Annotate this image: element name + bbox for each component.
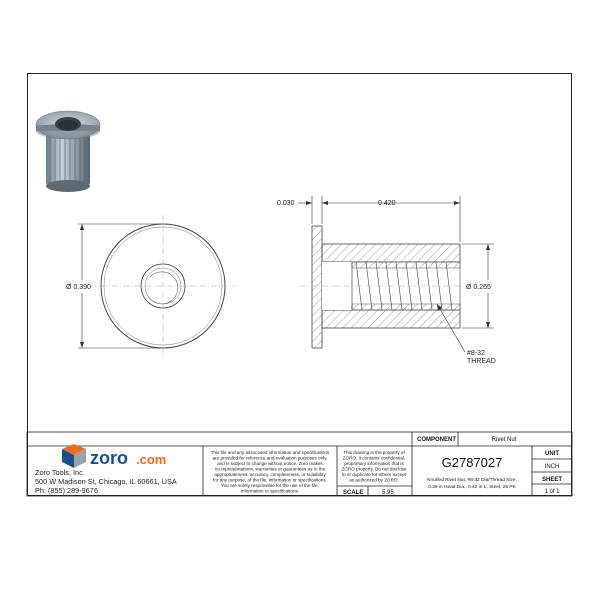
component-label: COMPONENT (417, 437, 456, 443)
svg-text:information or specifications.: information or specifications. (241, 489, 299, 494)
description-line-1: Knurled Rivet Nut, #8-32 Dia/Thread Size… (427, 477, 517, 483)
description-line-2: 0.39 in Head Dia., 0.42 in L, Steel, 25 … (428, 484, 516, 490)
unit-label: UNIT (545, 451, 559, 457)
length-label: 0.420 (378, 200, 396, 207)
flange-thickness-label: 0.030 (277, 200, 295, 207)
svg-text:to or duplicate for others exc: to or duplicate for others except (342, 472, 407, 477)
zoro-cube-icon (62, 444, 86, 468)
unit-value: INCH (545, 464, 560, 470)
drawing-frame (27, 73, 572, 496)
svg-text:appropriateness, accuracy, com: appropriateness, accuracy, completeness,… (214, 472, 326, 477)
company-address: 500 W Madison St, Chicago, IL 60661, USA (35, 477, 177, 486)
body-diameter-dimension (462, 243, 494, 329)
svg-text:for any purpose, of the file,: for any purpose, of the file, informatio… (213, 478, 327, 483)
svg-text:This drawing is the property o: This drawing is the property of (343, 450, 405, 455)
logo-suffix: .com (136, 452, 166, 467)
thread-sub-label: THREAD (467, 358, 496, 365)
scale-label: SCALE (343, 490, 363, 496)
length-dimensions (298, 196, 461, 242)
head-diameter-dimension (78, 223, 160, 349)
company-name: Zoro Tools, Inc. (35, 468, 85, 477)
svg-text:ZORO property. Do not disclose: ZORO property. Do not disclose (341, 467, 406, 472)
scale-value: 5.95 (382, 490, 394, 496)
disclaimer-text: This file and any associated information… (211, 450, 330, 494)
thread-callout-leader (436, 303, 466, 353)
title-block-lines (26, 431, 573, 497)
rivet-nut-3d-render (35, 110, 101, 192)
component-value: Rivet Nut (492, 437, 517, 443)
thread-spec-label: #8-32 (467, 350, 485, 357)
property-notice-text: This drawing is the property of ZORO. It… (341, 450, 406, 483)
body-diameter-label: Ø 0.265 (466, 284, 491, 291)
svg-text:are provided for reference and: are provided for reference and evaluatio… (213, 456, 328, 461)
part-number: G2787027 (442, 455, 503, 470)
sheet-label: SHEET (542, 477, 562, 483)
front-view (90, 215, 236, 357)
svg-text:This file and any associated i: This file and any associated information… (211, 450, 330, 455)
svg-text:no representations, warranties: no representations, warranties or guaran… (215, 467, 326, 472)
logo-wordmark: zoro (90, 448, 128, 468)
svg-text:and is subject to change witho: and is subject to change without notice.… (217, 461, 323, 466)
company-phone: Ph: (855) 289-9676 (35, 486, 98, 495)
sheet-value: 1 of 1 (544, 489, 560, 495)
svg-text:ZORO. It contains confidential: ZORO. It contains confidential, (343, 456, 406, 461)
svg-text:proprietary information that i: proprietary information that is (344, 461, 404, 466)
zoro-logo: zoro .com (62, 444, 166, 468)
svg-text:You are solely responsible for: You are solely responsible for the use o… (221, 483, 319, 488)
side-section-view (300, 225, 474, 349)
head-diameter-label: Ø 0.390 (66, 284, 91, 291)
svg-text:as authorized by ZORO.: as authorized by ZORO. (349, 478, 399, 483)
